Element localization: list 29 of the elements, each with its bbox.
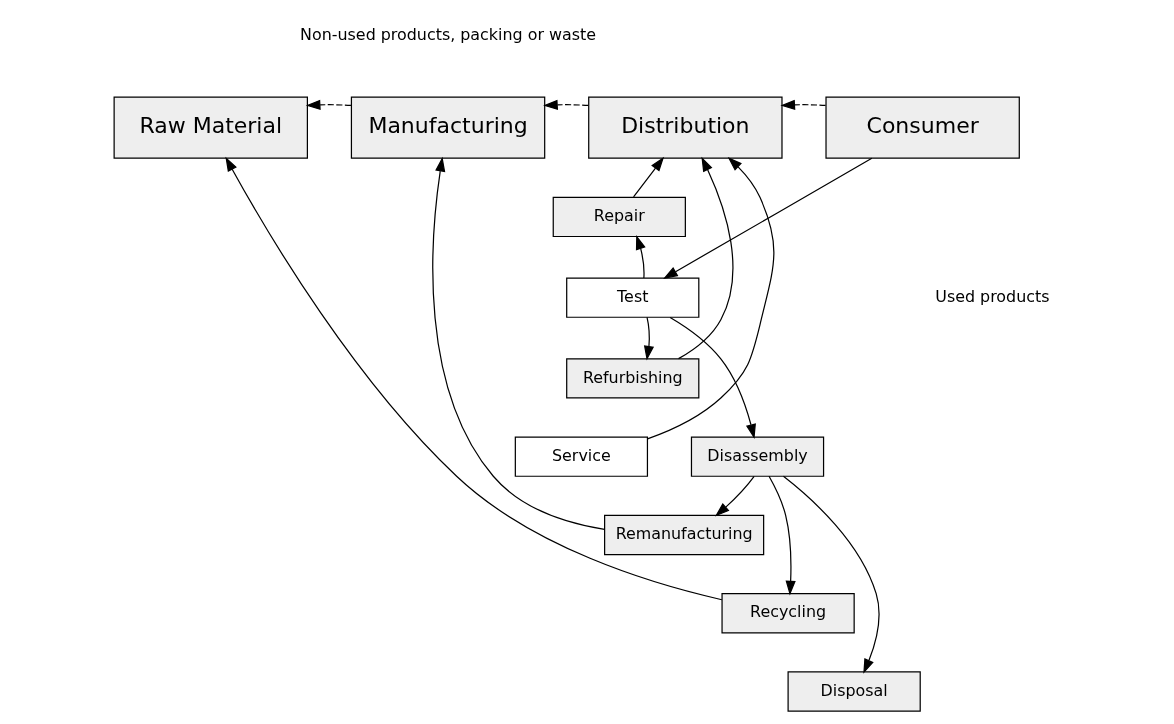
node-box: Disposal [787, 670, 921, 712]
arrow [643, 316, 654, 361]
arrow [632, 156, 664, 198]
node-box: Repair [552, 196, 686, 237]
arrow [635, 234, 646, 279]
label: Used products [934, 286, 1049, 306]
node-box: Raw Material [113, 95, 308, 159]
node-box: Test [565, 277, 699, 318]
arrow [224, 156, 722, 600]
node-box: Refurbishing [565, 357, 699, 399]
node-box: Remanufacturing [603, 514, 764, 555]
node-box: Manufacturing [350, 95, 545, 159]
arrow [779, 99, 826, 110]
arrow [305, 99, 352, 110]
arrow [431, 156, 605, 530]
arrow [542, 99, 589, 110]
arrow [669, 316, 756, 439]
node-box: Service [514, 436, 648, 477]
arrow [646, 156, 774, 439]
arrow [782, 475, 880, 674]
arrow [677, 156, 734, 359]
node-box: Consumer [824, 95, 1020, 159]
arrow [662, 157, 872, 279]
node-box: Recycling [720, 592, 855, 633]
node-box: Distribution [587, 95, 783, 159]
label: Non-used products, packing or waste [299, 24, 596, 44]
node-box: Disassembly [690, 436, 824, 477]
arrow [767, 475, 796, 595]
arrow [714, 475, 755, 516]
